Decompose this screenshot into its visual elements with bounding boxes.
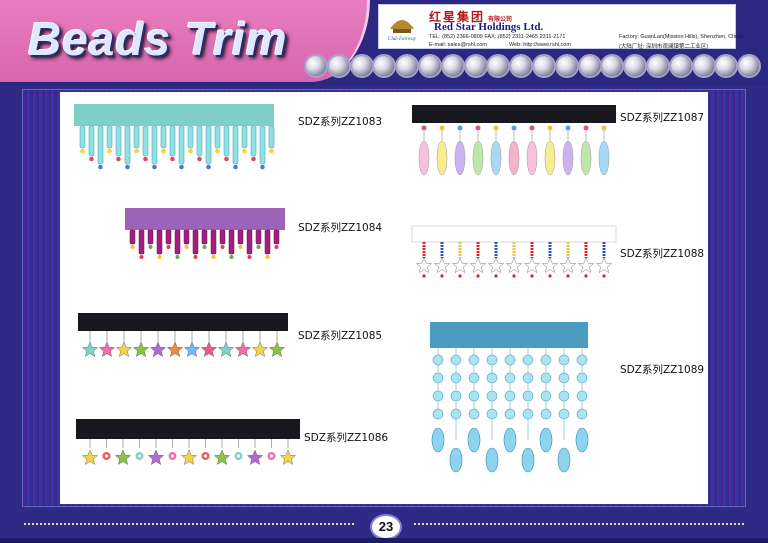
pearl-bead <box>648 56 668 76</box>
pearl-bead <box>488 56 509 76</box>
product-code-zz1086: SDZ系列ZZ1086 <box>304 432 389 444</box>
pearl-bead <box>511 56 532 76</box>
trim-image-zz1086 <box>76 419 300 465</box>
pearl-bead <box>420 56 440 76</box>
trim-image-zz1085 <box>78 313 288 357</box>
product-code-zz1085: SDZ系列ZZ1085 <box>298 330 383 342</box>
pearl-bead <box>739 56 760 76</box>
product-code-zz1084: SDZ系列ZZ1084 <box>298 222 383 234</box>
trim-image-zz1083 <box>74 104 275 170</box>
pearl-bead <box>465 56 486 76</box>
trim-image-zz1087 <box>412 105 616 176</box>
pearl-bead <box>579 56 600 76</box>
footer-divider-right <box>414 523 744 525</box>
company-name-cn: 红星集团有限公司 <box>429 10 513 24</box>
pearl-bead <box>397 56 418 76</box>
page-title: Beads Trim <box>28 13 288 65</box>
bottom-strip <box>0 538 768 543</box>
trim-image-zz1084 <box>125 208 285 259</box>
company-info-box: Club Fairway 红星集团有限公司 Red Star Holdings … <box>378 4 743 50</box>
pearl-bead <box>693 56 714 76</box>
svg-text:Club Fairway: Club Fairway <box>388 37 417 42</box>
page-number: 23 <box>370 514 402 540</box>
product-code-zz1087: SDZ系列ZZ1087 <box>620 112 705 124</box>
company-email: E-mail: sales@rshl.com <box>429 42 487 48</box>
title-panel: Beads Trim <box>0 0 370 82</box>
product-sheet: SDZ系列ZZ1083 SDZ系列ZZ1084 SDZ系列ZZ1085 SDZ系… <box>60 92 708 504</box>
page-header: Beads Trim Club Fairway 红星集团有限公司 Red Sta… <box>0 0 768 86</box>
factory-address-en: Factory: GuanLan(Mission Hills), Shenzhe… <box>619 34 743 40</box>
trim-image-zz1088 <box>411 225 617 278</box>
pearl-bead <box>351 56 372 76</box>
pearl-bead <box>306 56 326 76</box>
product-code-zz1088: SDZ系列ZZ1088 <box>620 248 705 260</box>
pearl-decoration-row <box>300 56 768 80</box>
trim-image-zz1089 <box>430 322 589 473</box>
pearl-bead <box>534 56 554 76</box>
pearl-bead <box>442 56 463 76</box>
company-tel: TEL: (852) 2366-0809 FAX: (852) 2311-246… <box>429 34 566 40</box>
pearl-bead <box>625 56 646 76</box>
company-logo: Club Fairway <box>388 20 417 42</box>
pearl-bead <box>716 56 737 76</box>
product-code-zz1089: SDZ系列ZZ1089 <box>620 364 705 376</box>
company-name-en: Red Star Holdings Ltd. <box>434 21 544 33</box>
pearl-bead <box>328 56 349 76</box>
product-code-zz1083: SDZ系列ZZ1083 <box>298 116 383 128</box>
pearl-bead <box>556 56 577 76</box>
pearl-bead <box>602 56 623 76</box>
footer-divider-left <box>24 523 354 525</box>
pearl-bead <box>670 56 691 76</box>
factory-address-cn: (大陆厂址: 深圳市观澜镇第二工业区) <box>619 44 709 50</box>
pearl-bead <box>374 56 395 76</box>
company-web: Web: http://www.rshl.com <box>509 42 571 48</box>
